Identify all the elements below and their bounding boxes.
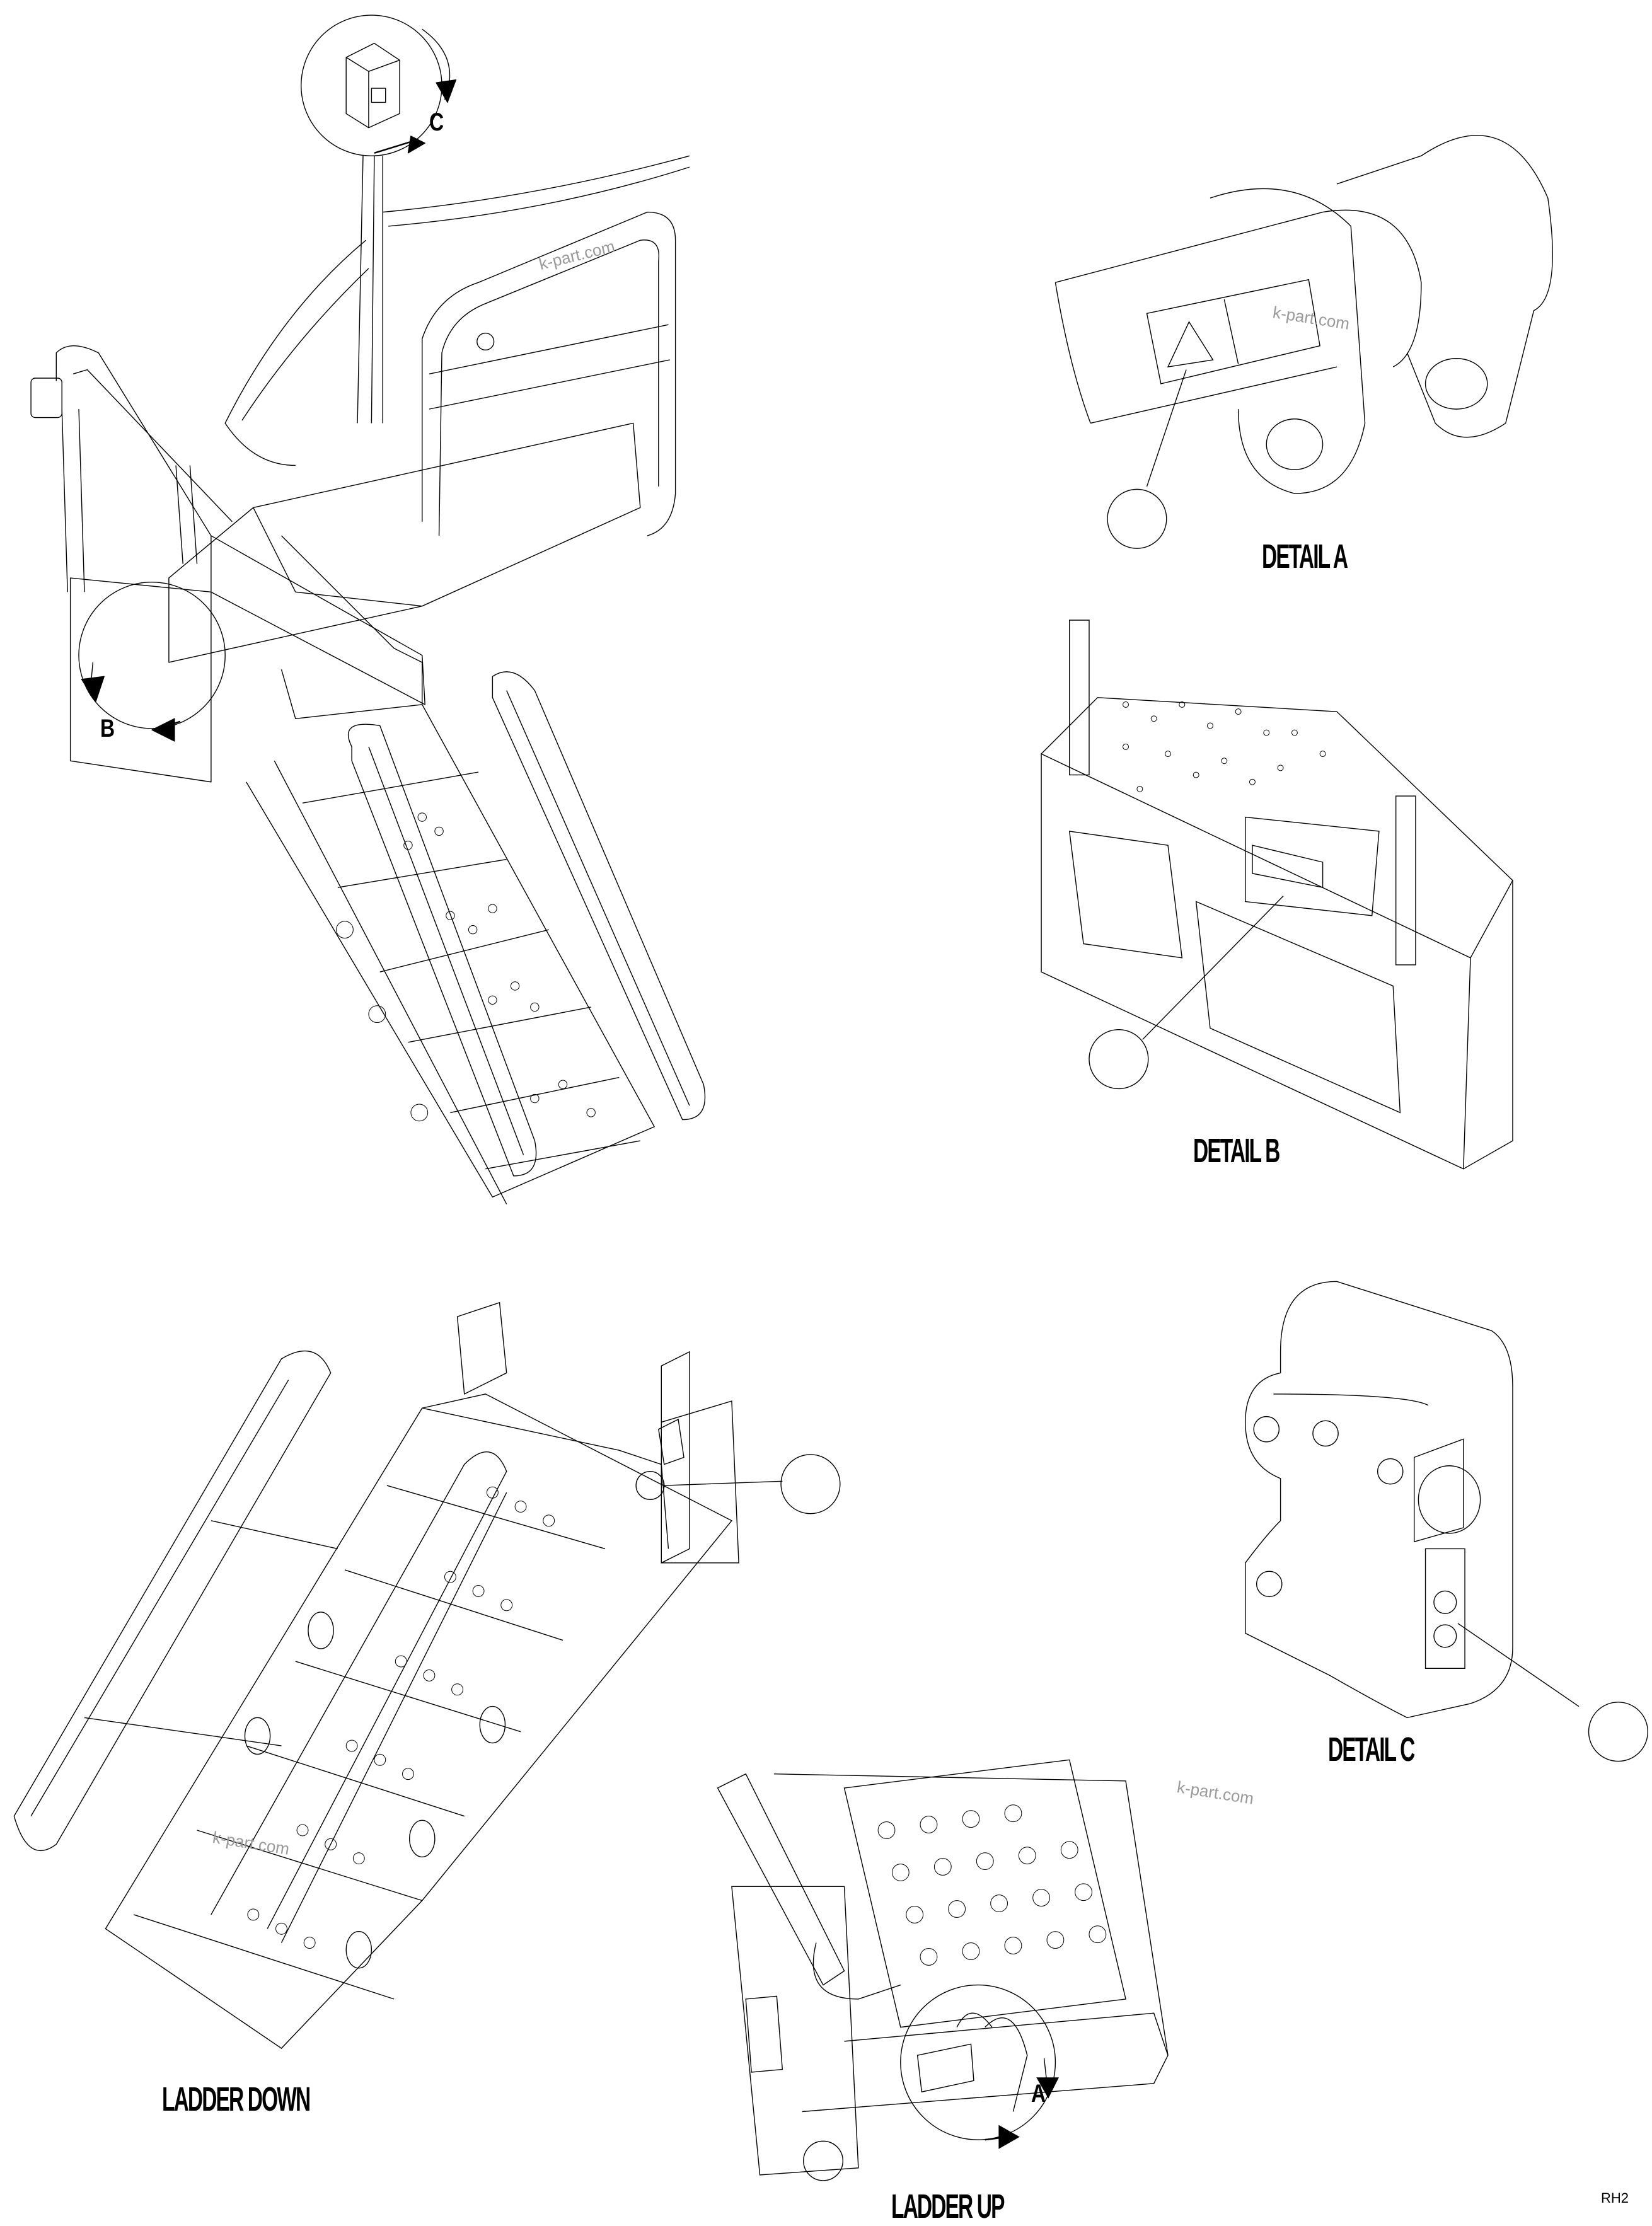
callout-letter-a: A — [1031, 2080, 1046, 2108]
platform-deck — [169, 423, 640, 662]
ladder-down-view — [14, 1303, 840, 2048]
detail-c-warning-decal — [1426, 1548, 1465, 1668]
detail-b-caption: DETAIL B — [1193, 1132, 1280, 1170]
detail-b-locator-circle — [79, 582, 225, 729]
detail-a-view — [1055, 136, 1552, 548]
drawing-code: RH2 — [1601, 2190, 1629, 2206]
detail-a-callout-balloon — [1107, 489, 1167, 548]
ladder-down-caption: LADDER DOWN — [162, 2080, 311, 2118]
detail-c-caption: DETAIL C — [1328, 1731, 1415, 1768]
detail-a-warning-decal — [1147, 280, 1320, 384]
ladder-up-view — [718, 1760, 1168, 2181]
main-ladder-stringers — [246, 705, 654, 1197]
ladder-down-warning-decal — [659, 1419, 684, 1464]
ladder-down-callout-balloon — [781, 1455, 840, 1514]
ladder-up-warning-decal — [746, 1996, 782, 2072]
ladder-up-caption: LADDER UP — [891, 2188, 1005, 2225]
detail-c-view — [1245, 1281, 1648, 1761]
main-ladder-handrail — [349, 724, 536, 1176]
rear-handrail — [422, 212, 676, 536]
callout-letter-b: B — [100, 715, 115, 742]
ladder-down-outer-handrail — [14, 1351, 330, 1851]
detail-a-locator-circle — [901, 1985, 1056, 2140]
detail-c-locator-circle — [301, 15, 442, 156]
ladder-up-step — [845, 1760, 1126, 2027]
detail-a-caption: DETAIL A — [1262, 538, 1348, 575]
detail-b-callout-balloon — [1089, 1030, 1148, 1089]
ladder-down-inner-handrail — [211, 1452, 507, 1943]
callout-letter-c: C — [429, 108, 444, 136]
front-handrail — [56, 346, 232, 536]
detail-c-callout-balloon — [1589, 1702, 1648, 1762]
main-assembly-view — [31, 15, 705, 1204]
detail-b-view — [1041, 620, 1513, 1169]
detail-c-button — [1418, 1466, 1480, 1533]
